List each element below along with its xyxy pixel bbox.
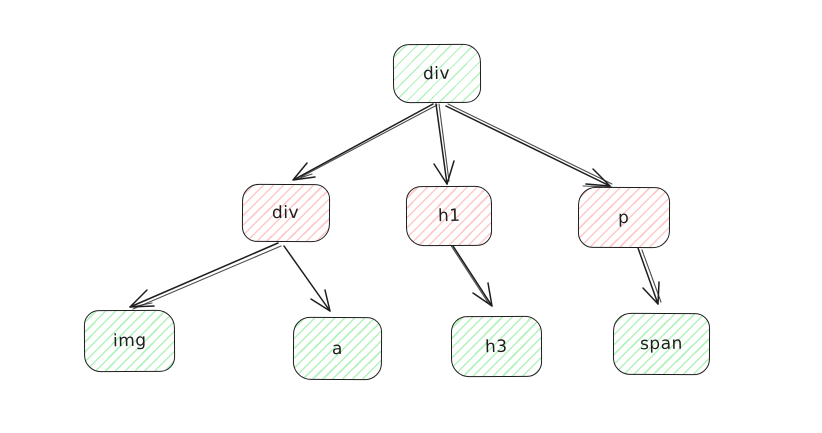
- arrow-h1-to-h3: [449, 243, 493, 307]
- node-img: img: [83, 309, 176, 373]
- node-p: p: [577, 186, 671, 249]
- node-div: div: [241, 183, 331, 243]
- node-h3: h3: [450, 315, 543, 378]
- node-label: div: [423, 63, 451, 84]
- node-label: h3: [484, 336, 509, 357]
- arrow-rootdiv-to-p: [445, 103, 613, 188]
- node-h1: h1: [405, 185, 493, 247]
- node-label: div: [272, 202, 300, 224]
- node-label: img: [112, 330, 147, 352]
- node-span: span: [612, 312, 711, 376]
- arrow-div-to-a: [283, 245, 331, 312]
- node-label: h1: [437, 205, 461, 227]
- node-a: a: [292, 316, 383, 381]
- arrow-div-to-img: [129, 242, 282, 310]
- node-label: p: [618, 207, 630, 228]
- node-root-div: div: [392, 43, 482, 104]
- arrow-rootdiv-to-div: [292, 103, 438, 181]
- node-label: span: [639, 333, 684, 355]
- arrow-rootdiv-to-h1: [433, 103, 455, 185]
- arrow-p-to-span: [637, 247, 662, 305]
- node-label: a: [331, 338, 344, 359]
